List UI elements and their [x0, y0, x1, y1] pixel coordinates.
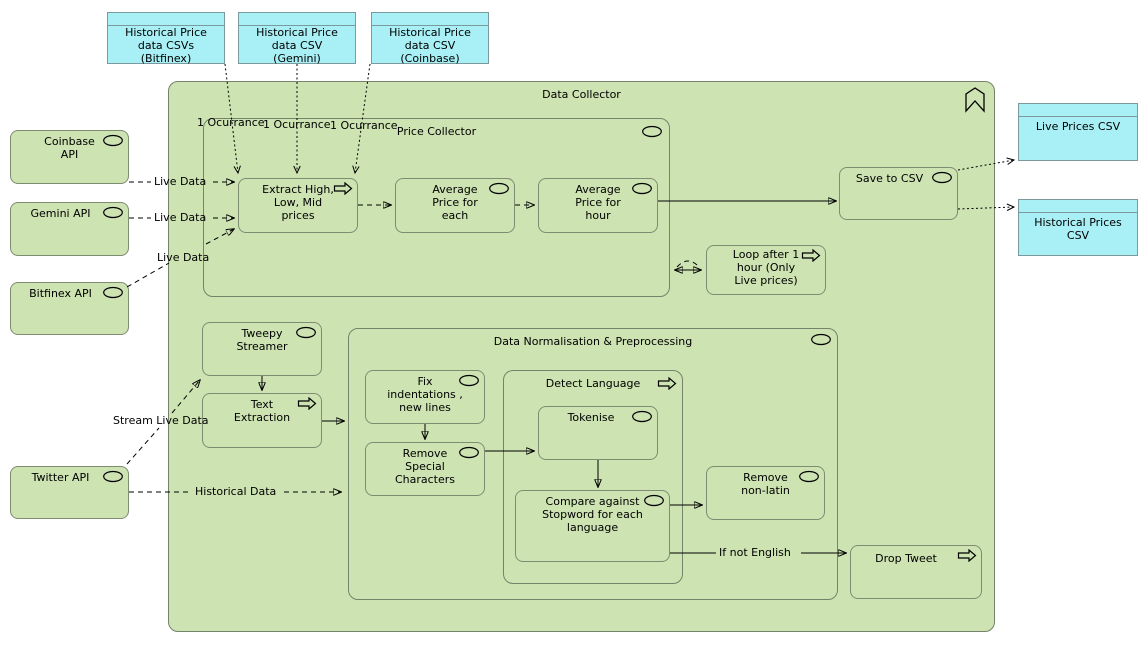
container-title: Data Normalisation & Preprocessing	[493, 335, 693, 348]
node-compare-stopwords[interactable]: Compare against Stopword for each langua…	[515, 490, 670, 562]
flow-label-ocurrance-3: 1 Ocurrance	[330, 119, 398, 132]
application-service-icon	[102, 470, 124, 483]
artifact-live-prices-csv[interactable]: Live Prices CSV	[1018, 103, 1138, 161]
node-label: Average Price for hour	[575, 183, 621, 223]
node-label: Tokenise	[567, 411, 615, 424]
application-service-icon	[458, 446, 480, 459]
flow-label-live-data-3: Live Data	[157, 251, 210, 264]
artifact-header-band	[1019, 104, 1137, 117]
flow-label-historical-data: Historical Data	[195, 485, 277, 498]
node-tokenise[interactable]: Tokenise	[538, 406, 658, 460]
node-tweepy-streamer[interactable]: Tweepy Streamer	[202, 322, 322, 376]
artifact-label: Historical Prices CSV	[1034, 216, 1122, 242]
node-label: Coinbase API	[44, 135, 95, 162]
application-service-icon	[102, 206, 124, 219]
node-label: Extract High, Low, Mid prices	[262, 183, 334, 223]
application-process-icon	[657, 376, 677, 391]
node-label: Text Extraction	[233, 398, 291, 425]
container-title: Price Collector	[396, 125, 477, 138]
node-loop-after-hour[interactable]: Loop after 1 hour (Only Live prices)	[706, 245, 826, 295]
node-twitter-api[interactable]: Twitter API	[10, 466, 129, 519]
node-remove-non-latin[interactable]: Remove non-latin	[706, 466, 825, 520]
artifact-header-band	[108, 13, 224, 26]
artifact-label: Historical Price data CSV (Gemini)	[256, 26, 338, 65]
artifact-gemini-csv[interactable]: Historical Price data CSV (Gemini)	[238, 12, 356, 65]
application-service-icon	[810, 333, 832, 346]
node-label: Compare against Stopword for each langua…	[542, 495, 643, 535]
node-extract-prices[interactable]: Extract High, Low, Mid prices	[238, 178, 358, 233]
application-service-icon	[798, 470, 820, 483]
node-label: Loop after 1 hour (Only Live prices)	[732, 248, 800, 288]
node-coinbase-api[interactable]: Coinbase API	[10, 130, 129, 184]
node-label: Bitfinex API	[29, 287, 92, 300]
node-label: Drop Tweet	[875, 552, 937, 565]
flow-label-if-not-english: If not English	[719, 546, 791, 559]
artifact-label: Historical Price data CSVs (Bitfinex)	[125, 26, 207, 65]
application-service-icon	[102, 286, 124, 299]
node-bitfinex-api[interactable]: Bitfinex API	[10, 282, 129, 335]
artifact-header-band	[1019, 200, 1137, 213]
node-label: Remove Special Characters	[394, 447, 456, 487]
artifact-label: Live Prices CSV	[1035, 120, 1121, 133]
chevron-bookmark-icon	[964, 87, 986, 113]
flow-label-ocurrance-1: 1 Ocurrance	[197, 116, 265, 129]
node-average-price-hour[interactable]: Average Price for hour	[538, 178, 658, 233]
application-service-icon	[488, 182, 510, 195]
node-label: Remove non-latin	[741, 471, 790, 498]
application-service-icon	[631, 410, 653, 423]
node-save-to-csv[interactable]: Save to CSV	[839, 167, 958, 220]
node-average-price-each[interactable]: Average Price for each	[395, 178, 515, 233]
container-title: Detect Language	[545, 377, 641, 390]
artifact-label: Historical Price data CSV (Coinbase)	[389, 26, 471, 65]
node-fix-indentations[interactable]: Fix indentations , new lines	[365, 370, 485, 424]
container-title: Data Collector	[542, 88, 621, 101]
application-service-icon	[643, 494, 665, 507]
artifact-header-band	[372, 13, 488, 26]
node-gemini-api[interactable]: Gemini API	[10, 202, 129, 256]
application-process-icon	[801, 248, 821, 263]
application-service-icon	[295, 326, 317, 339]
artifact-header-band	[239, 13, 355, 26]
application-process-icon	[297, 396, 317, 411]
application-service-icon	[631, 182, 653, 195]
application-service-icon	[641, 125, 663, 138]
application-process-icon	[333, 181, 353, 196]
application-service-icon	[102, 134, 124, 147]
flow-label-live-data-2: Live Data	[154, 211, 207, 224]
node-label: Gemini API	[30, 207, 91, 220]
artifact-bitfinex-csv[interactable]: Historical Price data CSVs (Bitfinex)	[107, 12, 225, 65]
node-label: Fix indentations , new lines	[387, 375, 463, 415]
node-remove-special-characters[interactable]: Remove Special Characters	[365, 442, 485, 496]
application-service-icon	[931, 171, 953, 184]
artifact-coinbase-csv[interactable]: Historical Price data CSV (Coinbase)	[371, 12, 489, 65]
node-text-extraction[interactable]: Text Extraction	[202, 393, 322, 448]
artifact-historical-prices-csv[interactable]: Historical Prices CSV	[1018, 199, 1138, 256]
flow-label-stream-live-data: Stream Live Data	[113, 414, 209, 427]
flow-label-ocurrance-2: 1 Ocurrance	[263, 118, 331, 131]
application-service-icon	[458, 374, 480, 387]
node-label: Twitter API	[31, 471, 90, 484]
node-drop-tweet[interactable]: Drop Tweet	[850, 545, 982, 599]
node-label: Save to CSV	[855, 172, 924, 185]
application-process-icon	[957, 548, 977, 563]
node-label: Tweepy Streamer	[236, 327, 288, 354]
node-label: Average Price for each	[432, 183, 478, 223]
flow-label-live-data-1: Live Data	[154, 175, 207, 188]
